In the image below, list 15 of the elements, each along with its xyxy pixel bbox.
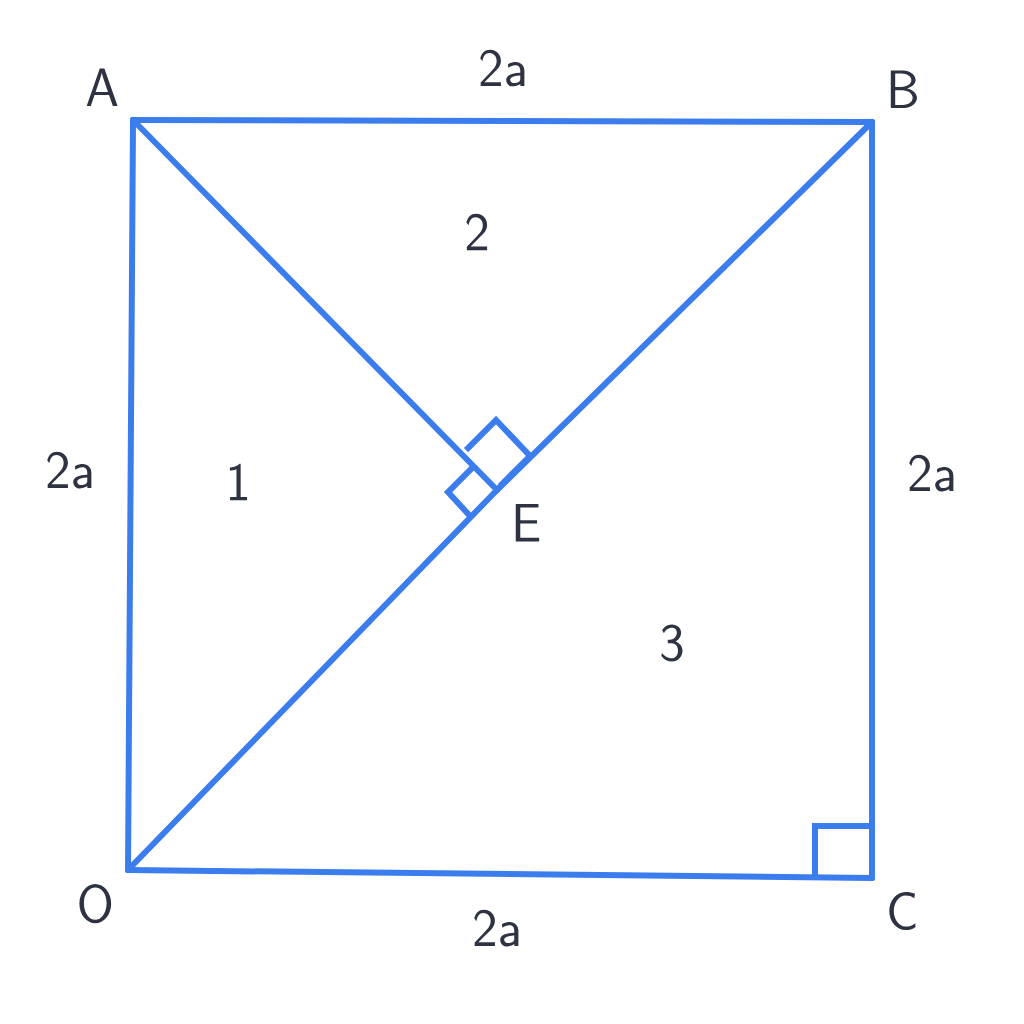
point-label: C [889,892,916,930]
point-label: A [86,68,118,106]
line-segment [125,487,500,873]
region-label: 2a [47,451,92,489]
point-label: E [515,504,540,542]
line-segment [494,119,875,493]
point-label: O [79,884,112,924]
region-label: 3 [661,624,683,662]
point-label: B [890,70,917,108]
line-segment [130,117,500,493]
region-label: 2a [480,49,525,87]
region-label: 2a [909,454,954,492]
region-label: 2 [466,213,488,251]
region-label: 1 [229,463,247,501]
region-label: 2a [474,909,519,947]
